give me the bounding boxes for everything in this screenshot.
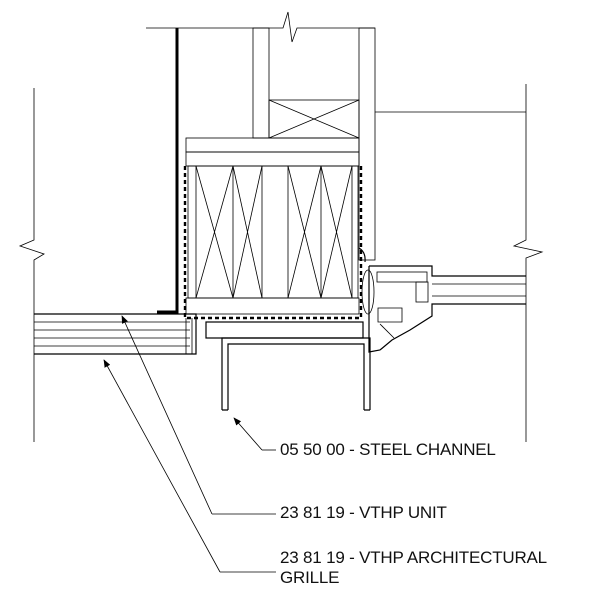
leader-steel-channel bbox=[233, 417, 276, 451]
vthp-unit bbox=[183, 137, 363, 320]
left-break-line bbox=[18, 88, 45, 442]
architectural-grille bbox=[34, 313, 197, 355]
callout-steel-channel: 05 50 00 - STEEL CHANNEL bbox=[280, 440, 496, 459]
leader-vthp-unit bbox=[121, 315, 276, 515]
steel-channel bbox=[221, 337, 371, 411]
window-frame bbox=[358, 247, 526, 353]
callout-vthp-grille: 23 81 19 - VTHP ARCHITECTURAL GRILLE bbox=[280, 548, 547, 587]
top-break-line bbox=[146, 11, 375, 43]
stud-wall bbox=[252, 27, 376, 261]
callout-vthp-unit: 23 81 19 - VTHP UNIT bbox=[280, 503, 447, 522]
right-break-line bbox=[512, 84, 544, 442]
sill-blocking bbox=[205, 321, 364, 339]
interior-finish-line bbox=[157, 28, 179, 314]
leader-vthp-grille bbox=[103, 359, 276, 573]
